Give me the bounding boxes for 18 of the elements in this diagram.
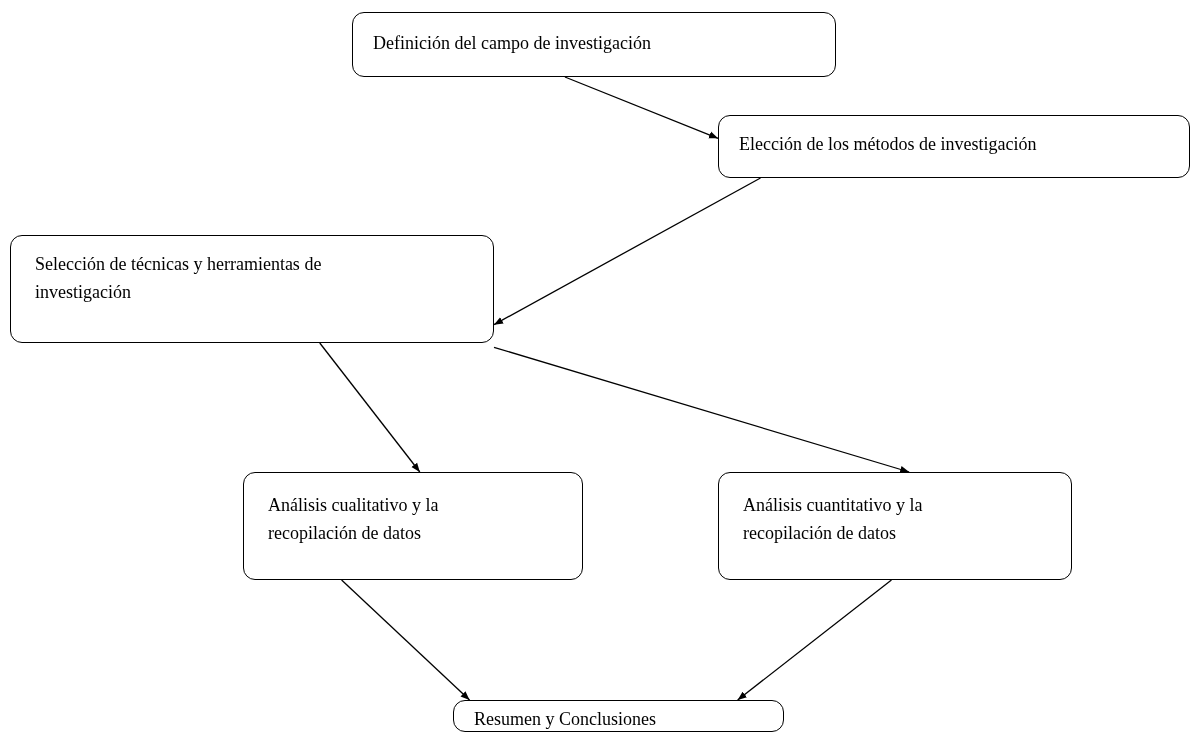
arrow xyxy=(319,342,421,473)
process-box xyxy=(453,700,784,732)
box-text: Resumen y Conclusiones xyxy=(474,708,657,731)
box-text: Selección de técnicas y herramientas de investigación xyxy=(35,253,323,304)
arrow xyxy=(493,177,762,326)
arrow xyxy=(737,579,893,701)
box-text: Definición del campo de investigación xyxy=(373,32,652,55)
box-text: Análisis cualitativo y la recopilación de datos xyxy=(268,494,440,545)
process-box xyxy=(352,12,836,77)
process-box xyxy=(718,472,1072,580)
process-box xyxy=(10,235,494,343)
box-text: Elección de los métodos de investigación xyxy=(739,133,1038,156)
box-text: Análisis cuantitativo y la recopilación de datos xyxy=(743,494,924,545)
arrow xyxy=(340,579,471,701)
arrow xyxy=(493,346,910,473)
arrow xyxy=(564,76,719,139)
process-box xyxy=(718,115,1190,178)
process-box xyxy=(243,472,583,580)
